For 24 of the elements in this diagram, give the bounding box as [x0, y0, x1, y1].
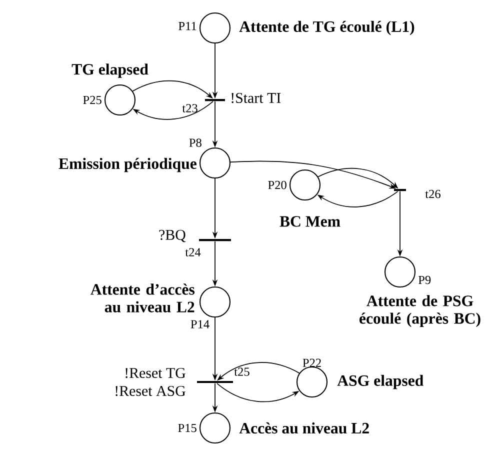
place-label: ASG elapsed [337, 374, 424, 390]
place-label: Attente de PSG écoulé (après BC) [360, 295, 480, 328]
place-id: P25 [83, 96, 102, 104]
place-id: P15 [178, 424, 196, 432]
place-id: P20 [268, 180, 286, 190]
transition-action: !Start TI [232, 92, 281, 104]
transition-action: !Reset TG [126, 368, 186, 378]
place-label: BC Mem [280, 216, 340, 227]
place-label: Attente d’accès au niveau L2 [90, 284, 194, 312]
transition-id: t23 [182, 104, 198, 112]
place-id: P22 [302, 358, 321, 367]
transition-action: ?BQ [159, 230, 186, 242]
transition-action: !Reset ASG [116, 386, 186, 396]
place-label: Accès au niveau L2 [239, 422, 369, 434]
transition-id: t25 [234, 368, 250, 376]
transition-id: t26 [425, 190, 440, 198]
place-id: P9 [418, 276, 431, 284]
place-id: P11 [178, 22, 196, 30]
place-label: Attente de TG écoulé (L1) [239, 20, 414, 36]
place-id: P14 [190, 320, 210, 328]
transition-id: t24 [185, 248, 201, 256]
place-label: Emission périodique [58, 158, 196, 172]
place-id: P8 [189, 138, 202, 147]
place-label: TG elapsed [72, 64, 148, 78]
